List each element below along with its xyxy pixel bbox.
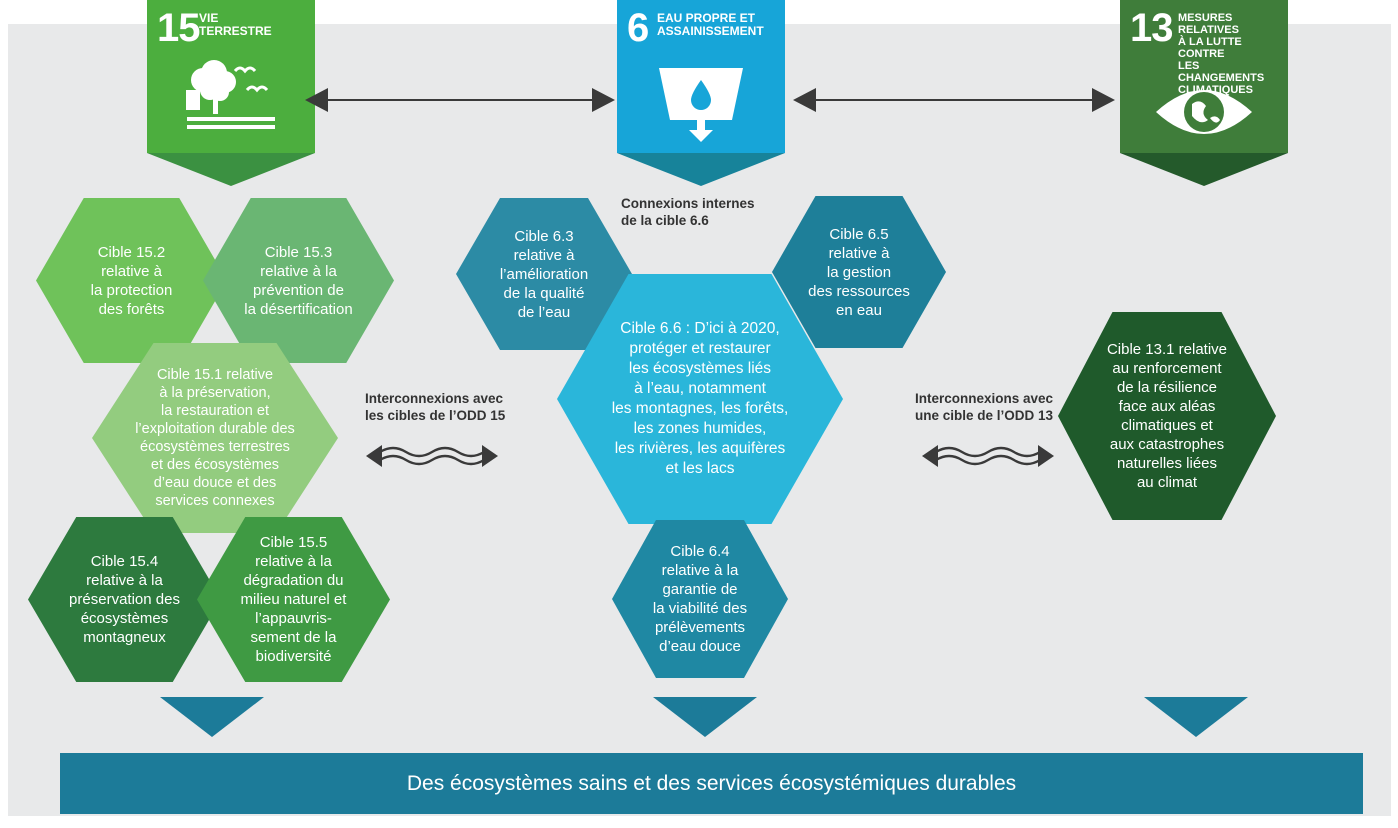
target-15-1-text: Cible 15.1 relative à la préservation, l… (135, 367, 295, 509)
down-arrow-6 (653, 697, 757, 737)
outcome-banner: Des écosystèmes sains et des services éc… (60, 753, 1363, 814)
target-6-3-text: Cible 6.3 relative à l’amélioration de l… (499, 227, 589, 321)
sdg-15-number: 15 (157, 6, 200, 50)
target-6-6-text: Cible 6.6 : D’ici à 2020, protéger et re… (611, 320, 789, 477)
target-6-6-hex: Cible 6.6 : D’ici à 2020, protéger et re… (557, 274, 843, 524)
sdg-6-tile: 6 EAU PROPRE ET ASSAINISSEMENT (617, 0, 785, 153)
target-15-3-text: Cible 15.3 relative à la prévention de l… (244, 243, 353, 318)
wavy-arrow-15 (366, 445, 498, 467)
target-15-2-text: Cible 15.2 relative à la protection des … (90, 243, 173, 318)
wavy-arrow-13 (922, 445, 1054, 467)
down-arrow-15 (160, 697, 264, 737)
odd13-links-label: Interconnexions avec une cible de l’ODD … (915, 391, 1054, 423)
sdg-6-number: 6 (627, 6, 649, 50)
target-13-1-hex: Cible 13.1 relative au renforcement de l… (1058, 312, 1276, 520)
target-13-1-text: Cible 13.1 relative au renforcement de l… (1106, 341, 1228, 491)
sdg-13-tile: 13 MESURES RELATIVES À LA LUTTE CONTRE L… (1120, 0, 1288, 153)
target-15-5-hex: Cible 15.5 relative à la dégradation du … (197, 517, 390, 682)
sdg-15-pointer (147, 153, 315, 186)
sdg-13-pointer (1120, 153, 1288, 186)
eye-globe-icon (1156, 90, 1252, 134)
target-6-4-text: Cible 6.4 relative à la garantie de la v… (652, 543, 748, 655)
tree-birds-icon (186, 60, 275, 129)
internal-connections-label: Connexions internes de la cible 6.6 (621, 196, 755, 228)
target-6-5-text: Cible 6.5 relative à la gestion des ress… (808, 225, 910, 319)
target-15-5-text: Cible 15.5 relative à la dégradation du … (240, 534, 347, 665)
arrow-15-6 (305, 88, 615, 112)
odd15-links-label: Interconnexions avec les cibles de l’ODD… (365, 391, 506, 423)
sdg-15-tile: 15 VIE TERRESTRE (147, 0, 315, 153)
arrow-6-13 (793, 88, 1115, 112)
down-arrow-13 (1144, 697, 1248, 737)
sdg-6-pointer (617, 153, 785, 186)
sdg-13-title: MESURES RELATIVES À LA LUTTE CONTRE LES … (1178, 12, 1265, 96)
water-glass-icon (659, 68, 743, 142)
sdg-15-title: VIE TERRESTRE (199, 11, 272, 38)
sdg-6-title: EAU PROPRE ET ASSAINISSEMENT (657, 11, 764, 38)
target-15-4-hex: Cible 15.4 relative à la préservation de… (28, 517, 221, 682)
target-15-4-text: Cible 15.4 relative à la préservation de… (69, 553, 180, 646)
outcome-banner-text: Des écosystèmes sains et des services éc… (406, 771, 1017, 795)
sdg-13-number: 13 (1130, 6, 1173, 50)
